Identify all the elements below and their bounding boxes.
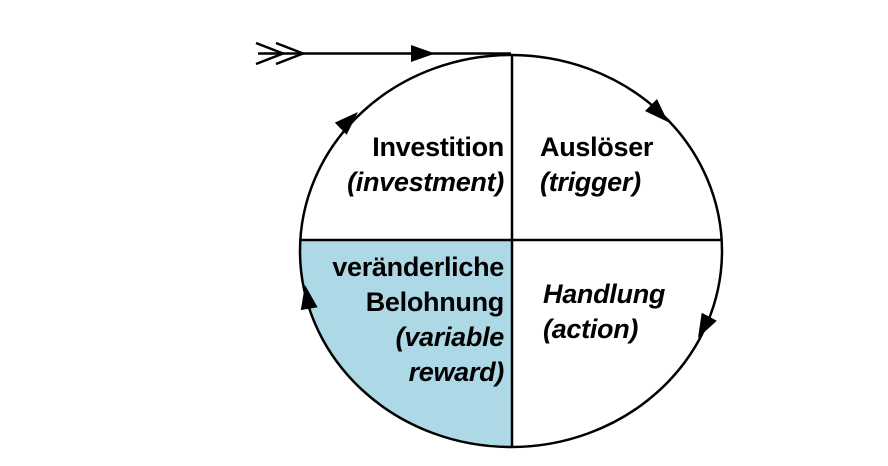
cycle-arrowhead-bottom-left-icon xyxy=(300,285,318,311)
quadrant-variable-reward: veränderliche Belohnung (variable reward… xyxy=(332,250,504,390)
quadrant-trigger-label-de: Auslöser xyxy=(540,132,654,162)
quadrant-action: Handlung (action) xyxy=(543,277,665,347)
quadrant-investment-label-en: (investment) xyxy=(347,167,504,197)
quadrant-variable-reward-label-en-2: reward) xyxy=(408,357,505,387)
quadrant-variable-reward-label-de-1: veränderliche xyxy=(332,252,504,282)
cycle-arrowhead-top-right-icon xyxy=(645,99,668,122)
quadrant-trigger-label-en: (trigger) xyxy=(540,167,641,197)
quadrant-variable-reward-label-de-2: Belohnung xyxy=(365,287,505,317)
entry-arrow-fletching-icon xyxy=(255,41,287,66)
entry-arrow-fletching-icon xyxy=(275,41,307,66)
quadrant-trigger: Auslöser (trigger) xyxy=(540,130,653,200)
variable-reward-highlight xyxy=(299,240,512,448)
quadrant-variable-reward-label-en-1: (variable xyxy=(395,322,505,352)
cycle-arrowhead-top-left-icon xyxy=(334,112,358,135)
entry-arrowhead-icon xyxy=(411,45,435,62)
quadrant-investment-label-de: Investition xyxy=(372,132,504,162)
quadrant-action-label-en: (action) xyxy=(543,314,639,344)
quadrant-investment: Investition (investment) xyxy=(347,130,504,200)
quadrant-action-label-de: Handlung xyxy=(543,279,666,309)
cycle-arrowhead-bottom-right-icon xyxy=(698,312,717,338)
